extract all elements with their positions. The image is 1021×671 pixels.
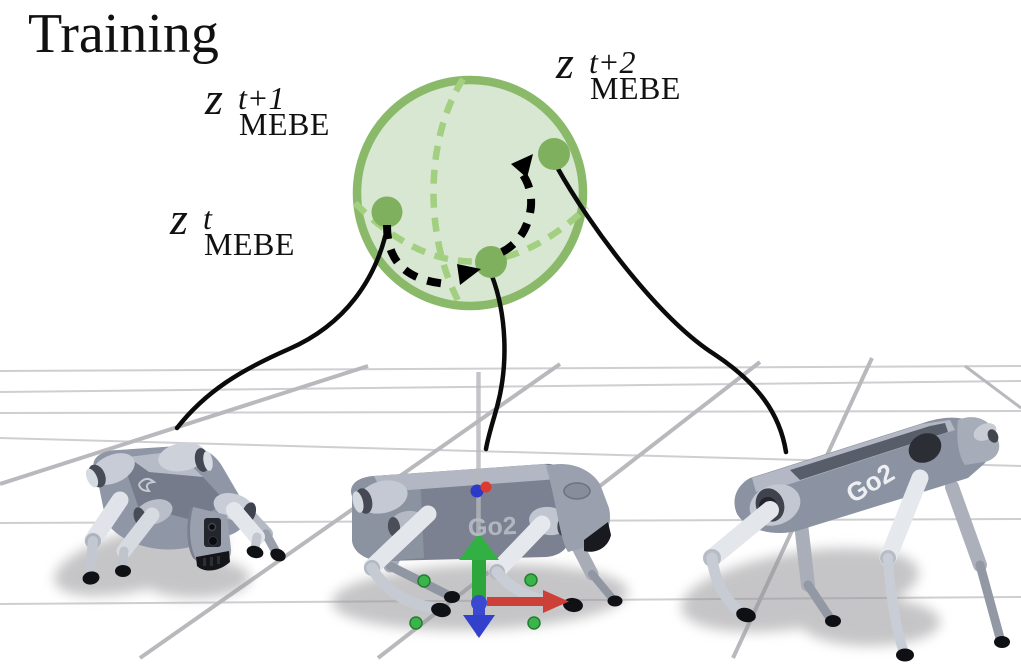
embedding-connectors <box>174 164 789 455</box>
x-axis-arrow-icon <box>487 597 543 606</box>
embedding-curve-left <box>174 221 391 431</box>
latent-label-base: z <box>170 193 188 244</box>
robot-go2-prone <box>351 463 623 618</box>
latent-sphere <box>352 75 590 311</box>
embedding-curve-right <box>554 164 789 455</box>
transition-arrow-2 <box>500 169 536 256</box>
z-axis-arrow-icon <box>472 558 486 603</box>
axis-gizmo <box>409 481 569 638</box>
contact-markers <box>409 573 541 630</box>
transition-arrow-1 <box>383 224 448 288</box>
latent-label-superscript: t <box>203 200 212 236</box>
figure-title: Training <box>28 3 219 65</box>
go2-logo-icon <box>138 478 157 493</box>
latent-label-base: z <box>556 37 574 88</box>
latent-label-subscript: MEBE <box>239 106 330 142</box>
sphere-meridian-dashed <box>430 77 466 308</box>
robot-go2-standing <box>703 417 1010 662</box>
latent-label-subscript: MEBE <box>590 70 681 106</box>
back-marker-red <box>480 481 492 493</box>
latent-label-zt1: z t+1 MEBE <box>205 76 365 164</box>
sphere-equator-dashed <box>352 200 590 265</box>
back-marker-blue <box>470 484 484 498</box>
down-axis-arrow-icon <box>463 615 495 638</box>
latent-label-subscript: MEBE <box>204 226 295 262</box>
robot-body-label: Go2 <box>467 511 518 543</box>
latent-point-zt <box>371 196 403 228</box>
latent-label-superscript: t+2 <box>589 44 636 80</box>
transition-arrows <box>383 154 536 288</box>
embedding-curve-middle <box>483 273 507 452</box>
latent-point-zt1 <box>475 246 507 278</box>
latent-label-base: z <box>205 73 223 124</box>
latent-points <box>371 138 570 278</box>
latent-label-zt: z t MEBE <box>170 196 330 284</box>
latent-point-zt2 <box>538 138 570 170</box>
latent-label-superscript: t+1 <box>238 80 285 116</box>
robot-go2-crouching <box>82 442 286 585</box>
latent-label-zt2: z t+2 MEBE <box>556 40 716 128</box>
